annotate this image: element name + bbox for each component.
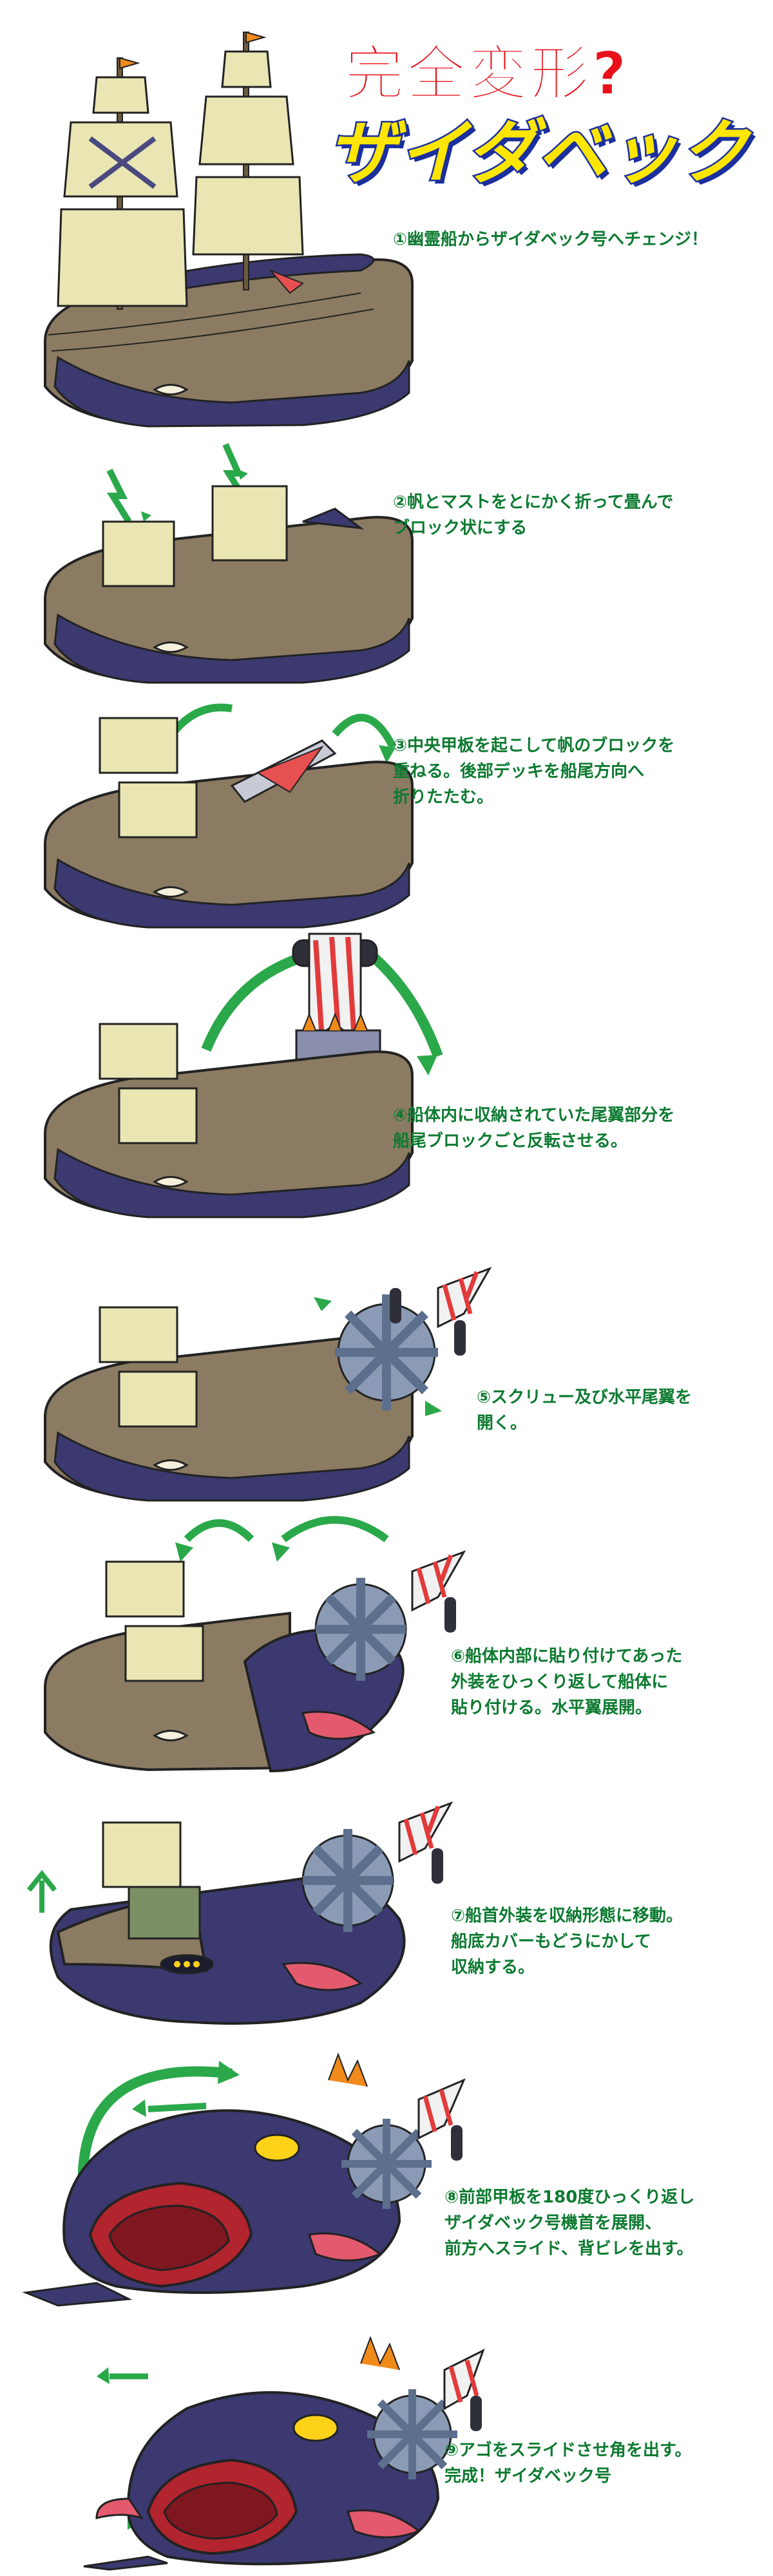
step-2-illustration xyxy=(44,442,414,684)
step-4-line-2: 船尾ブロックごと反転させる。 xyxy=(393,1132,628,1151)
title-line2: ザイダベック xyxy=(326,111,750,195)
step-9-line-1: ⑨アゴをスライドさせ角を出す。 xyxy=(444,2441,692,2460)
title-line1: 完全変形? xyxy=(344,39,629,109)
step-7-line-2: 船底カバーもどうにかして xyxy=(451,1932,651,1951)
step-7-line-1: ⑦船首外装を収納形態に移動。 xyxy=(451,1906,683,1926)
step-3-line-2: 重ねる。後部デッキを船尾方向へ xyxy=(393,762,645,781)
step-7-line-3: 収納する。 xyxy=(451,1958,535,1977)
step-5-line-1: ⑤スクリュー及び水平尾翼を xyxy=(477,1388,692,1407)
step-7-illustration xyxy=(26,1801,453,2025)
step-5-line-2: 開く。 xyxy=(477,1414,528,1433)
step-6-line-2: 外装をひっくり返して船体に xyxy=(451,1672,669,1692)
step-2-line-2: ブロック状にする xyxy=(393,518,528,538)
step-5-illustration xyxy=(44,1267,492,1502)
step-4-caption: ④船体内に収納されていた尾翼部分を 船尾ブロックごと反転させる。 xyxy=(393,1103,674,1154)
step-3-caption: ③中央甲板を起こして帆のブロックを 重ねる。後部デッキを船尾方向へ 折りたたむ。 xyxy=(393,733,674,810)
step-4-line-1: ④船体内に収納されていた尾翼部分を xyxy=(393,1106,675,1125)
step-1-line-1: ①幽霊船からザイダベック号へチェンジ！ xyxy=(393,230,708,249)
step-2-line-1: ②帆とマストをとにかく折って畳んで xyxy=(393,493,674,512)
step-7-caption: ⑦船首外装を収納形態に移動。 船底カバーもどうにかして 収納する。 xyxy=(451,1903,683,1980)
step-9-caption: ⑨アゴをスライドさせ角を出す。 完成！ザイダベック号 xyxy=(444,2438,691,2489)
step-1-caption: ①幽霊船からザイダベック号へチェンジ！ xyxy=(393,227,708,252)
step-8-caption: ⑧前部甲板を180度ひっくり返し ザイダベック号機首を展開、 前方へスライド、背… xyxy=(444,2184,694,2262)
step-8-line-1: ⑧前部甲板を180度ひっくり返し xyxy=(444,2188,695,2207)
step-6-line-3: 貼り付ける。水平翼展開。 xyxy=(451,1698,653,1718)
step-9-illustration xyxy=(83,2336,485,2571)
step-8-illustration xyxy=(22,2052,466,2307)
step-6-caption: ⑥船体内部に貼り付けてあった 外装をひっくり返して船体に 貼り付ける。水平翼展開… xyxy=(451,1643,682,1721)
step-1-illustration xyxy=(44,31,414,428)
step-8-line-3: 前方へスライド、背ビレを出す。 xyxy=(444,2239,694,2259)
step-3-illustration xyxy=(44,703,414,929)
step-2-caption: ②帆とマストをとにかく折って畳んで ブロック状にする xyxy=(393,489,673,541)
step-3-line-1: ③中央甲板を起こして帆のブロックを xyxy=(393,736,675,755)
step-3-line-3: 折りたたむ。 xyxy=(393,788,494,807)
step-9-line-2: 完成！ザイダベック号 xyxy=(444,2467,611,2486)
step-4-illustration xyxy=(44,933,443,1218)
step-5-caption: ⑤スクリュー及び水平尾翼を 開く。 xyxy=(477,1385,692,1436)
step-6-line-1: ⑥船体内部に貼り付けてあった xyxy=(451,1647,683,1666)
step-8-line-2: ザイダベック号機首を展開、 xyxy=(444,2213,662,2233)
step-6-illustration xyxy=(44,1516,466,1773)
